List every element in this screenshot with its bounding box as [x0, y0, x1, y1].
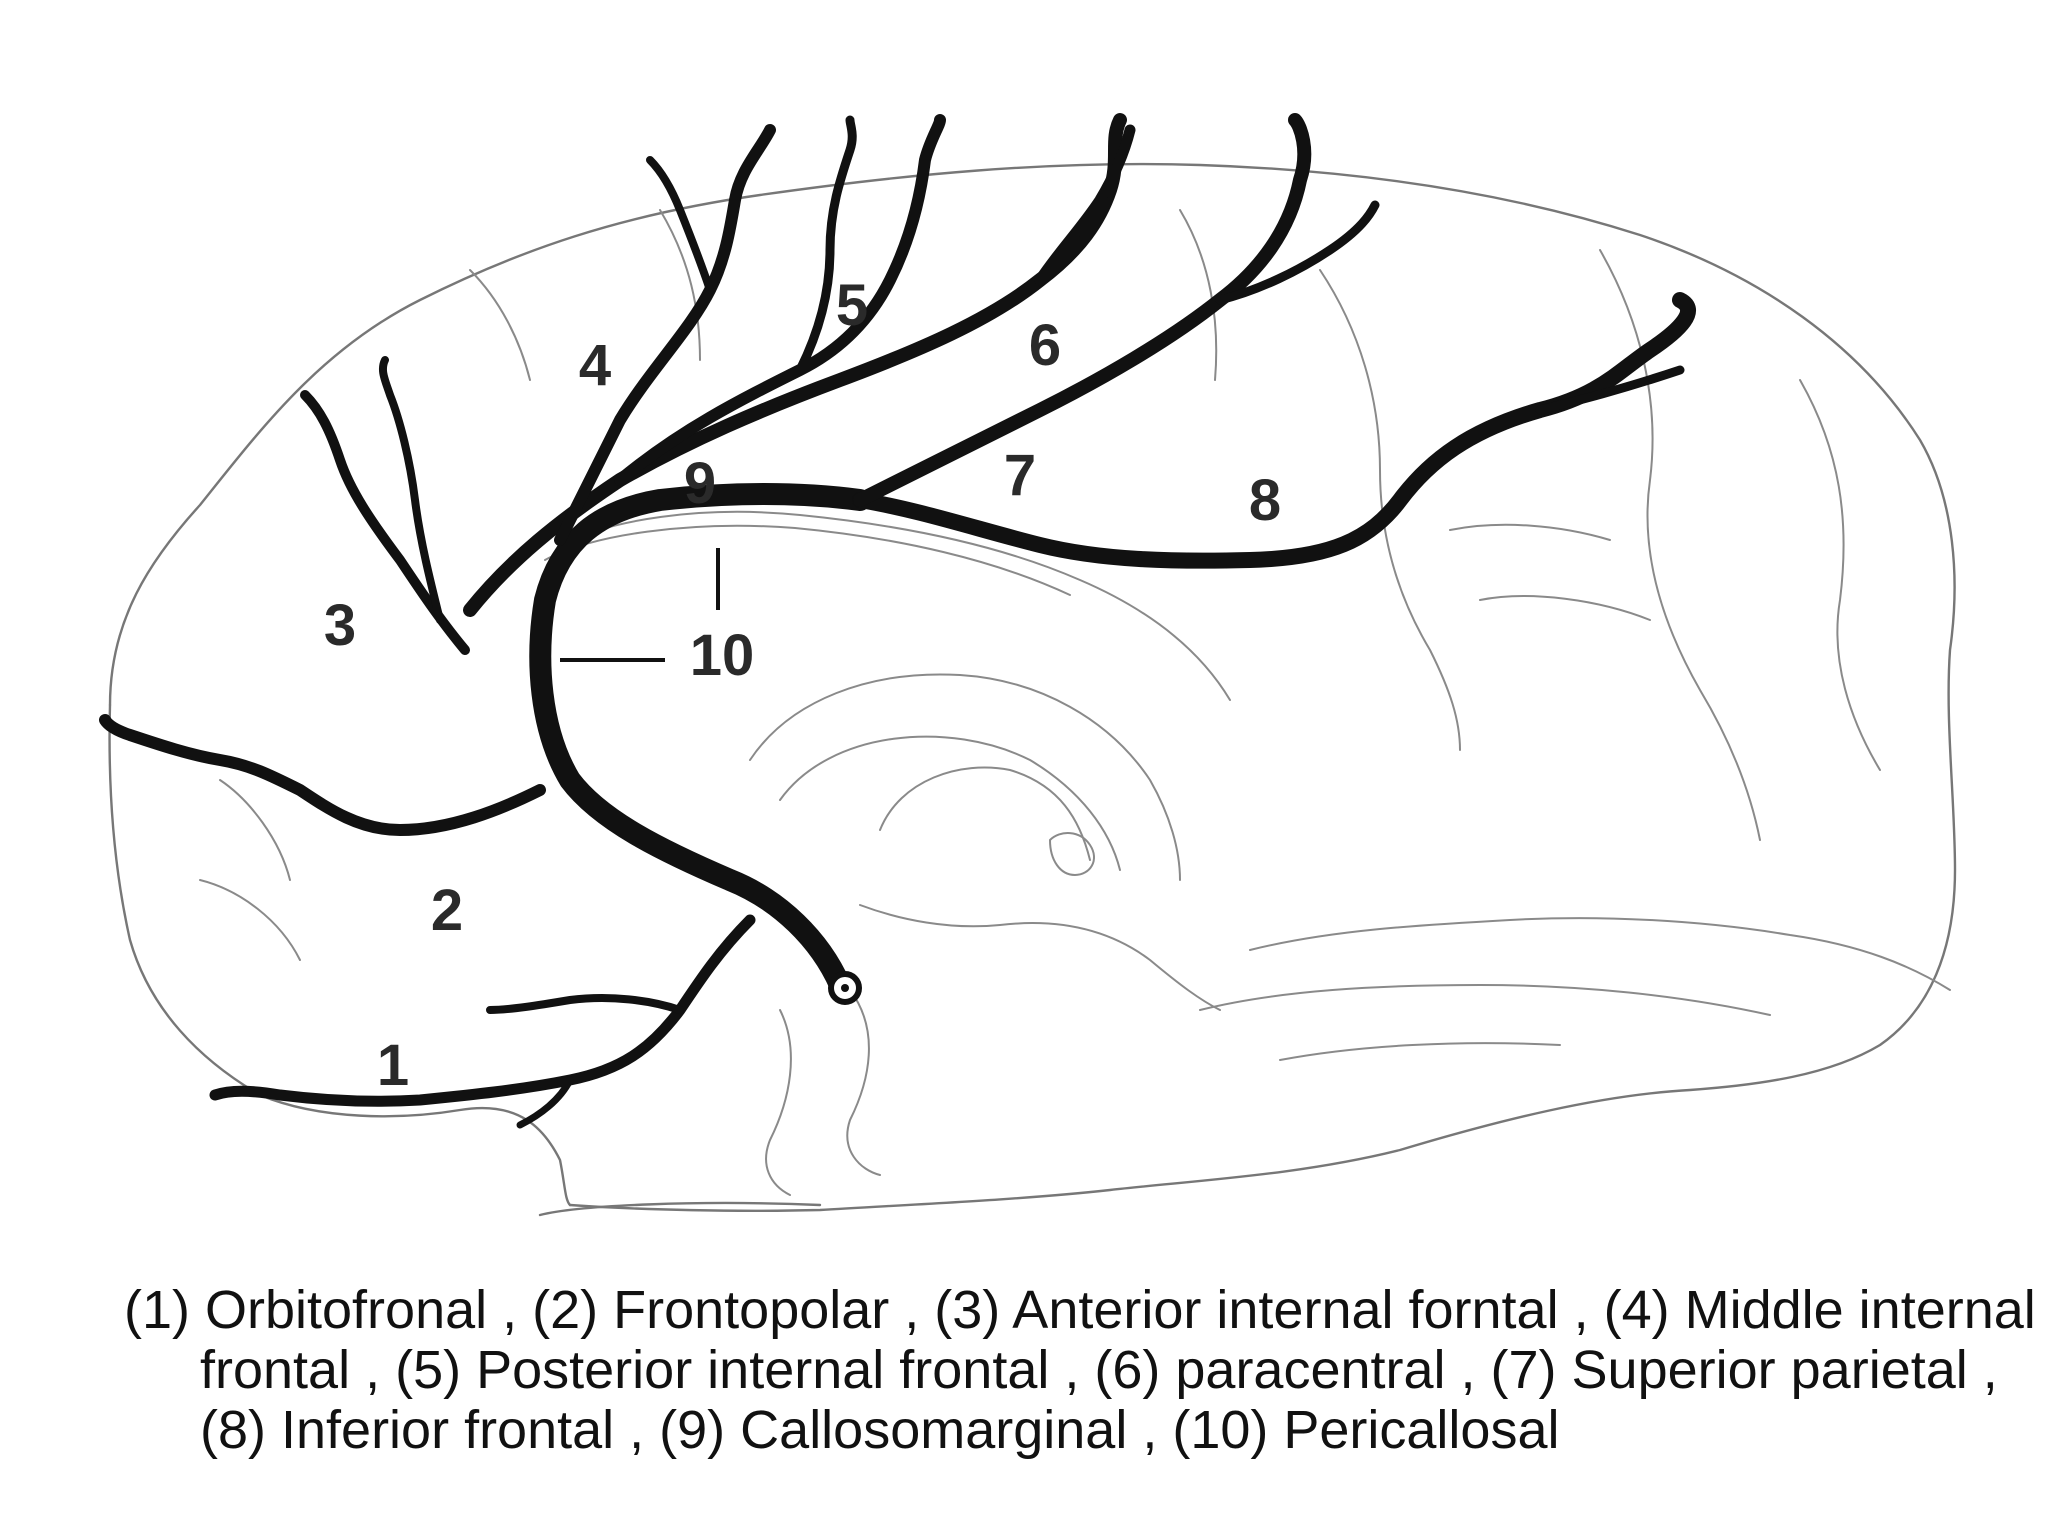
label-8: 8: [1249, 468, 1281, 533]
artery-paracentral: [1034, 124, 1136, 286]
label-5: 5: [836, 273, 868, 338]
label-9: 9: [684, 451, 716, 516]
brain-folds: [199, 209, 1951, 1196]
artery-orbitofrontal: [209, 914, 756, 1107]
artery-frontopolar: [99, 714, 546, 836]
arteries: [99, 113, 1696, 1129]
number-labels: 1 2 3 4 5 6 7 8 9 10: [324, 273, 1281, 1098]
artery-posterior-internal-frontal: [614, 114, 946, 486]
label-6: 6: [1029, 313, 1061, 378]
label-10: 10: [690, 623, 755, 688]
label-7: 7: [1004, 443, 1036, 508]
artery-anterior-internal-frontal: [300, 390, 470, 655]
vessel-origin-marker: [828, 971, 862, 1005]
brain-outline: [108, 162, 1957, 1217]
figure-caption: (1) Orbitofronal , (2) Frontopolar , (3)…: [124, 1280, 2036, 1460]
artery-middle-internal-frontal: [554, 124, 776, 546]
artery-superior-parietal: [853, 113, 1312, 507]
label-1: 1: [377, 1033, 409, 1098]
label-4: 4: [579, 333, 611, 398]
artery-pericallosal: [529, 483, 871, 996]
leader-lines: [560, 548, 720, 662]
artery-inferior-frontal: [852, 292, 1696, 569]
label-3: 3: [324, 593, 356, 658]
label-2: 2: [431, 878, 463, 943]
